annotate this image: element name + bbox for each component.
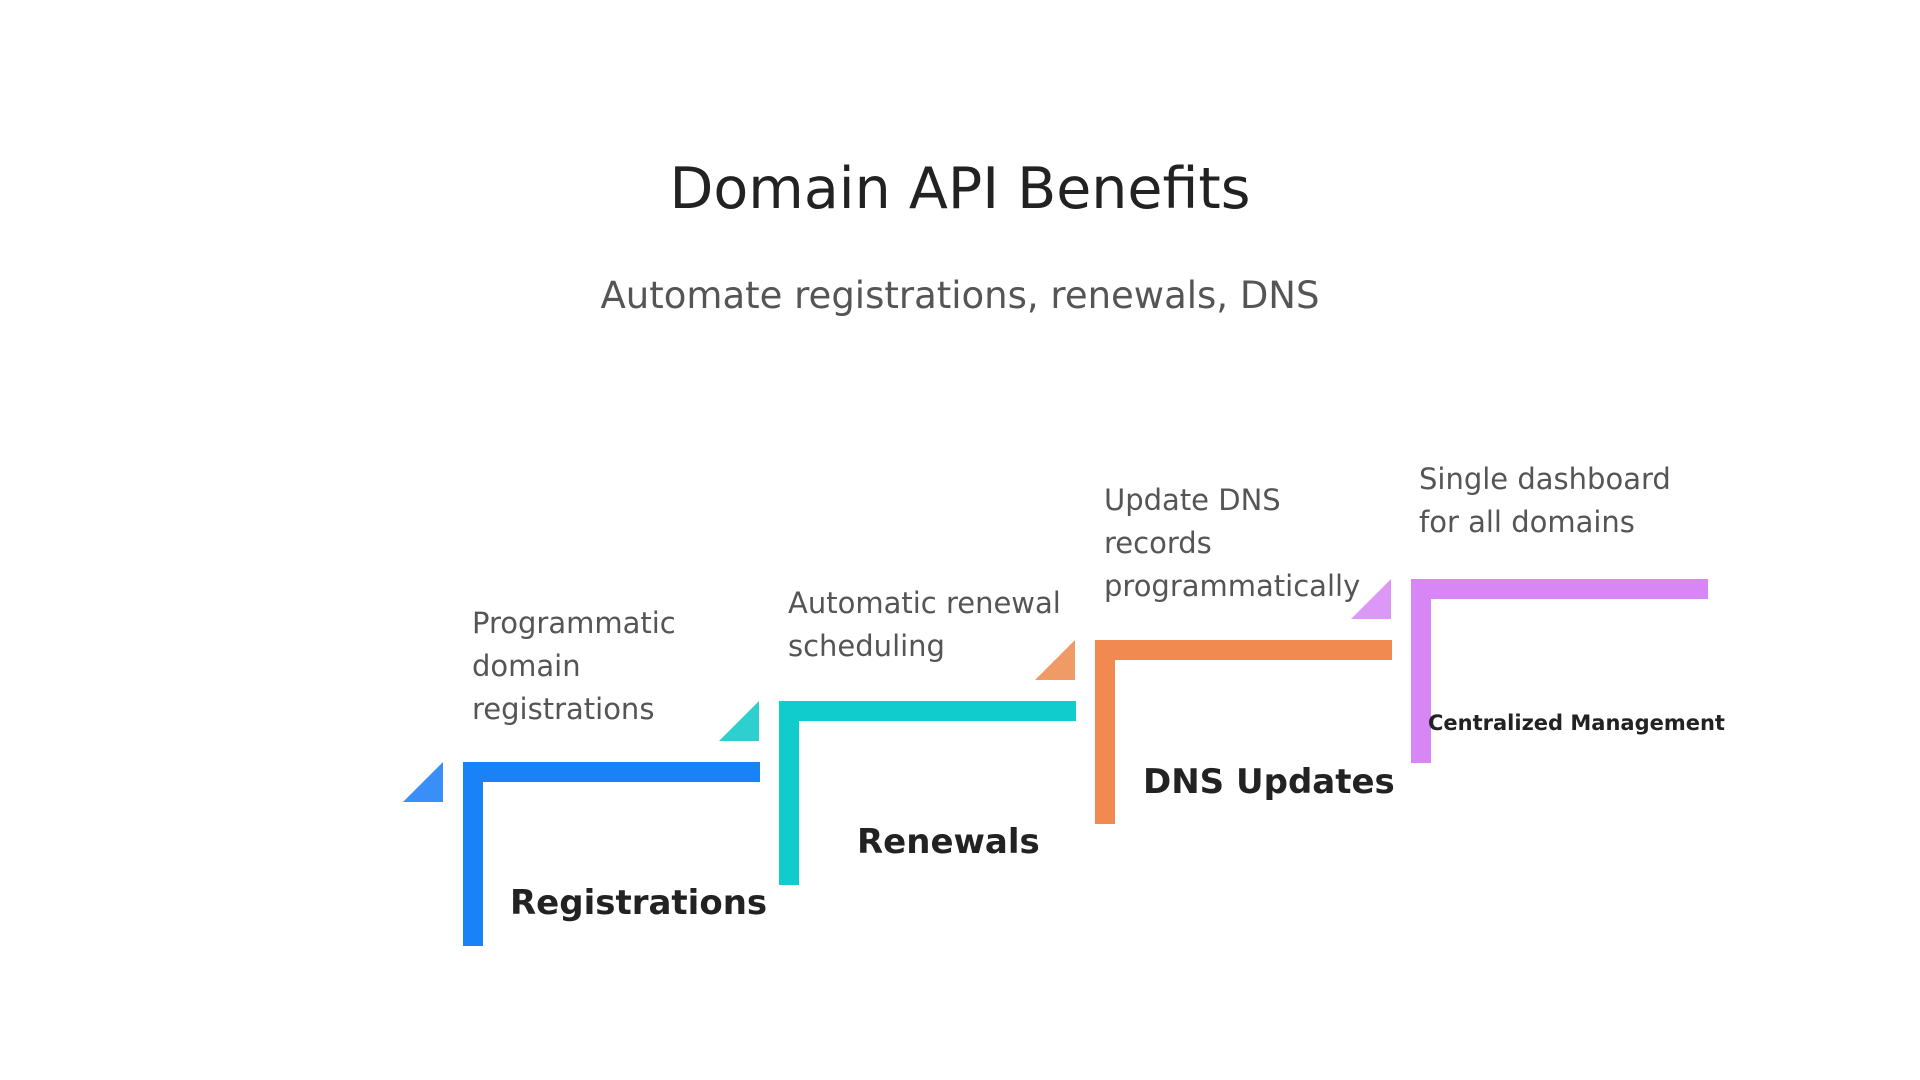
step-registrations-description: Programmatic domain registrations bbox=[472, 606, 676, 726]
step-centralized-management-description: Single dashboard for all domains bbox=[1419, 462, 1671, 539]
step-4-tread bbox=[1411, 579, 1708, 599]
step-dns-updates-description: Update DNS records programmatically bbox=[1104, 483, 1361, 603]
step-3-triangle bbox=[1035, 640, 1075, 680]
step-registrations-label: Registrations bbox=[510, 883, 768, 923]
step-renewals-label: Renewals bbox=[857, 822, 1040, 862]
step-1-tread bbox=[463, 762, 760, 782]
step-2-riser bbox=[779, 701, 799, 885]
step-centralized-management-shape bbox=[1351, 579, 1708, 763]
step-1-riser bbox=[463, 762, 483, 946]
step-3-tread bbox=[1095, 640, 1392, 660]
page-subtitle: Automate registrations, renewals, DNS bbox=[600, 274, 1320, 317]
step-4-riser bbox=[1411, 579, 1431, 763]
step-2-tread bbox=[779, 701, 1076, 721]
step-3-riser bbox=[1095, 640, 1115, 824]
step-renewals-description: Automatic renewal scheduling bbox=[788, 586, 1061, 663]
step-2-triangle bbox=[719, 701, 759, 741]
step-registrations-shape bbox=[403, 762, 760, 946]
step-dns-updates-shape bbox=[1035, 640, 1392, 824]
page-title: Domain API Benefits bbox=[669, 156, 1251, 222]
step-centralized-management-label: Centralized Management bbox=[1428, 711, 1725, 735]
step-dns-updates-label: DNS Updates bbox=[1143, 762, 1395, 802]
step-1-triangle bbox=[403, 762, 443, 802]
step-renewals-shape bbox=[719, 701, 1076, 885]
step-4-triangle bbox=[1351, 579, 1391, 619]
